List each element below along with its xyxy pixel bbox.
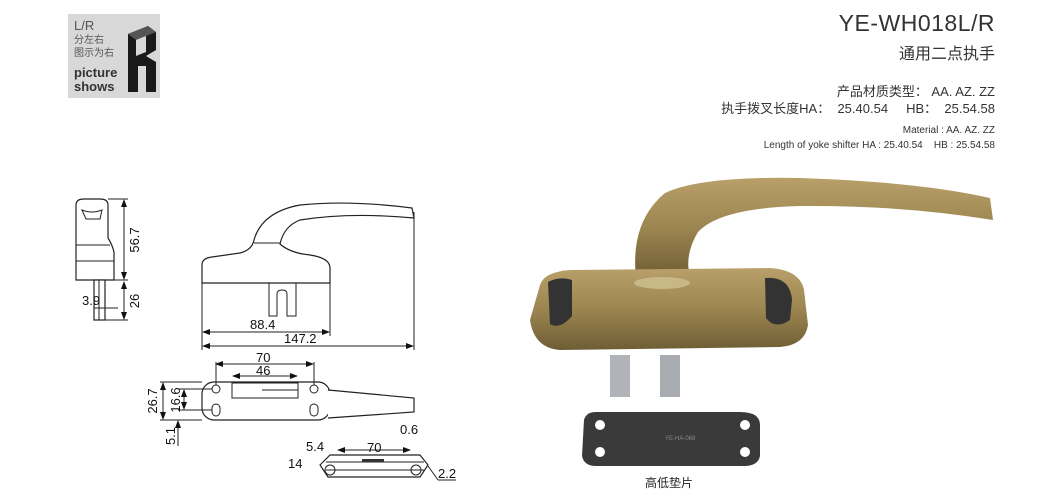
logo-picture: picture	[74, 65, 118, 80]
product-name-cn: 通用二点执手	[898, 46, 995, 63]
dim-pad-holes: 70	[367, 440, 381, 455]
dim-top-slot: 46	[256, 363, 270, 378]
pad-marking: YE-HA-068	[665, 436, 696, 442]
dim-side-width: 3.9	[82, 293, 100, 308]
dim-top-holes: 70	[256, 350, 270, 365]
dim-top-height: 26.7	[145, 388, 160, 413]
dim-side-height: 56.7	[127, 227, 142, 252]
dim-top-offset: 5.1	[163, 427, 178, 445]
logo-shows: shows	[74, 79, 115, 94]
dim-top-hole-pitch: 16.6	[168, 387, 183, 412]
pad-label: 高低垫片	[645, 475, 693, 490]
yoke-length-cn: 执手拨叉长度HA： 25.40.54 HB： 25.54.58	[721, 101, 995, 116]
front-view-drawing: 88.4 147.2	[201, 202, 415, 350]
dim-front-total: 147.2	[284, 331, 317, 346]
product-photo: YE-HA-068 高低垫片	[530, 177, 993, 490]
yoke-length-en: Length of yoke shifter HA : 25.40.54 HB …	[763, 140, 995, 151]
logo-lr: L/R	[74, 18, 95, 33]
dim-front-base: 88.4	[250, 317, 275, 332]
logo-cn2: 图示为右	[74, 48, 114, 59]
r-shape-icon	[128, 26, 156, 92]
top-view-drawing: 70 46 26.7 16.6 5.1	[145, 350, 415, 446]
logo-cn1: 分左右	[74, 35, 104, 46]
material-en: Material : AA. AZ. ZZ	[902, 125, 995, 136]
lr-logo: L/R 分左右 图示为右 picture shows	[68, 14, 160, 98]
side-view-drawing: 56.7 26 3.9	[75, 198, 142, 321]
model-title: YE-WH018L/R	[838, 10, 995, 36]
material-cn: 产品材质类型： AA. AZ. ZZ	[836, 84, 995, 99]
dim-side-shaft: 26	[127, 294, 142, 308]
dim-pad-b: 0.6	[400, 422, 418, 437]
pad-drawing: 5.4 70 0.6 14 2.2	[288, 422, 456, 481]
dim-pad-a: 5.4	[306, 439, 324, 454]
dim-pad-d: 2.2	[438, 466, 456, 481]
dim-pad-c: 14	[288, 456, 302, 471]
